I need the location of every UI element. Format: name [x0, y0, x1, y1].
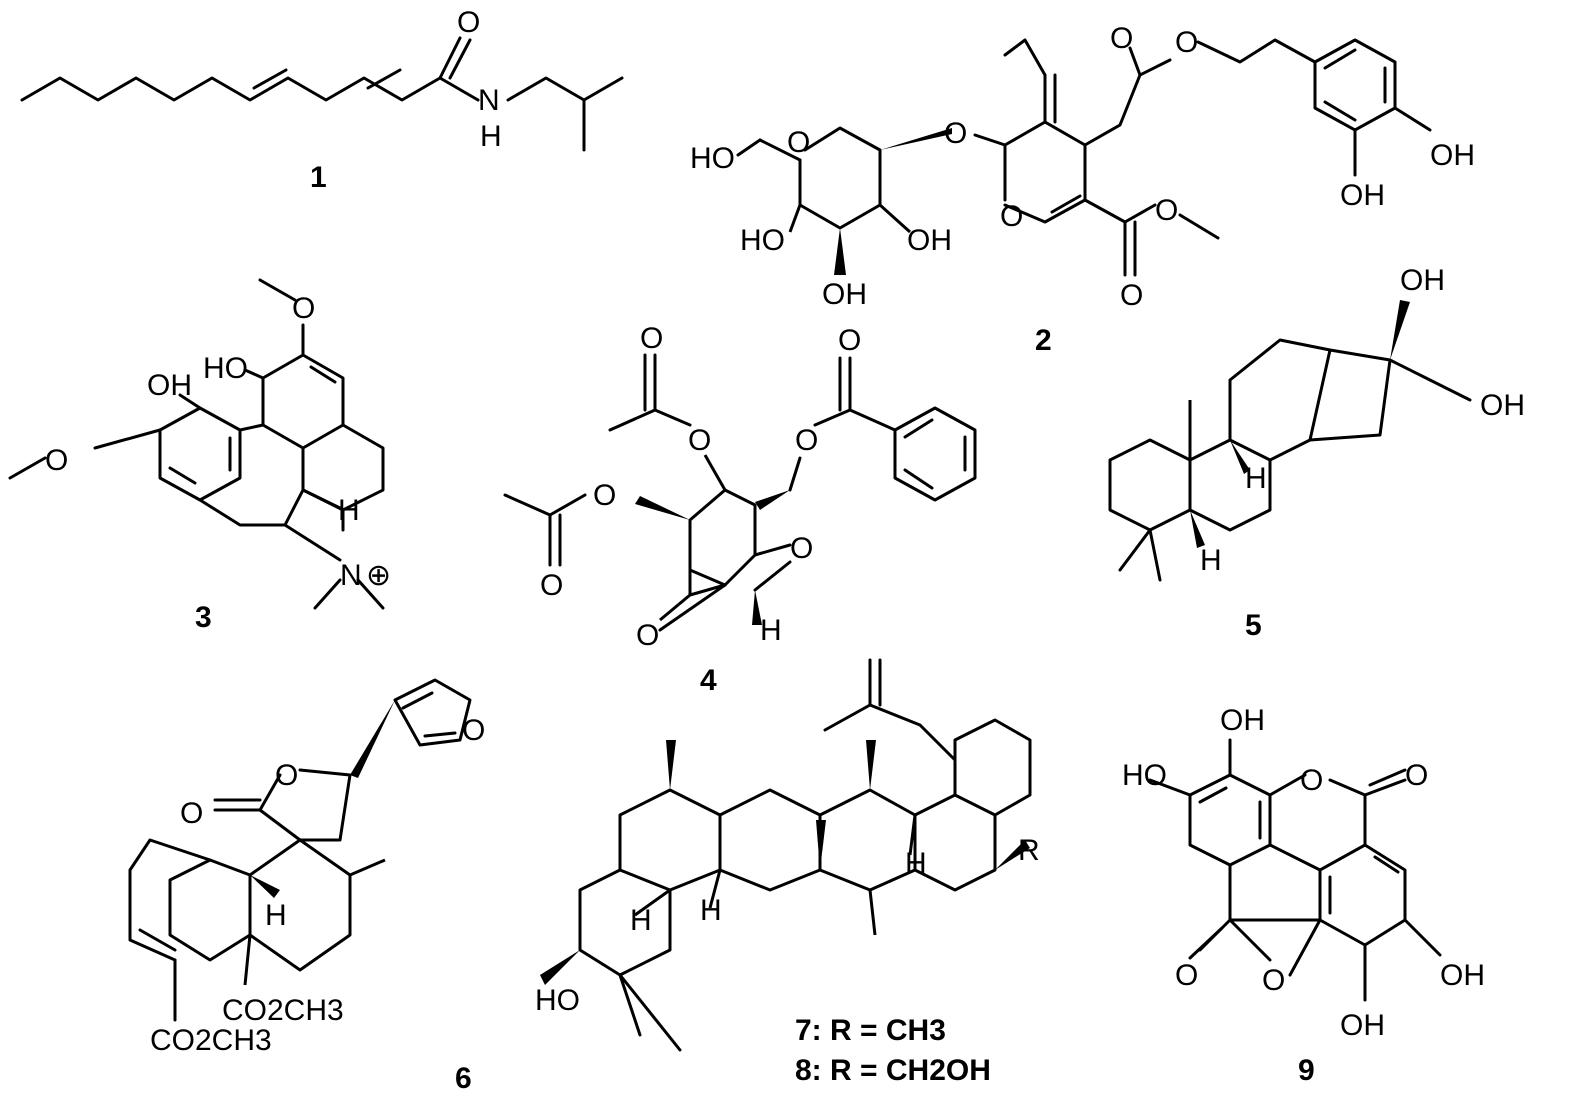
atom-H: H	[760, 614, 782, 647]
atom-OH: OH	[1400, 264, 1445, 297]
atom-H: H	[905, 847, 927, 880]
atom-CO2CH3: CO2CH3	[222, 994, 344, 1027]
atom-O: O	[790, 532, 813, 565]
atom-HO: HO	[535, 984, 580, 1017]
atom-N: N	[478, 84, 500, 117]
compound-4: O O O O O O O H O 4	[503, 322, 977, 697]
atom-O: O	[688, 424, 711, 457]
atom-O: O	[1405, 759, 1428, 792]
compound-3-label: 3	[195, 601, 212, 634]
atom-O: O	[593, 479, 616, 512]
atom-O: O	[1155, 194, 1178, 227]
atom-OH: OH	[822, 278, 867, 311]
compound-6-label: 6	[455, 1062, 472, 1095]
atom-O: O	[944, 117, 967, 150]
compound-2-label: 2	[1035, 324, 1052, 357]
atom-O: O	[1175, 26, 1198, 59]
atom-OH: OH	[1440, 959, 1485, 992]
atom-OH: OH	[1340, 179, 1385, 212]
compound-9-label: 9	[1298, 1054, 1315, 1087]
atom-O: O	[1120, 279, 1143, 312]
compound-5: H H OH OH 5	[1108, 264, 1525, 642]
atom-O: O	[1262, 964, 1285, 997]
atom-O: O	[540, 569, 563, 602]
atom-plus: ⊕	[366, 559, 391, 592]
atom-O: O	[795, 424, 818, 457]
atom-HO: HO	[203, 352, 248, 385]
compound-4-label: 4	[700, 664, 717, 697]
compound-2: O O HO HO OH OH O O O OH OH	[690, 22, 1475, 357]
compound-1-label: 1	[310, 161, 327, 194]
atom-H: H	[480, 120, 502, 153]
atom-H: H	[265, 899, 287, 932]
atom-O: O	[275, 759, 298, 792]
atom-H: H	[630, 904, 652, 937]
atom-O: O	[636, 619, 659, 652]
atom-O: O	[457, 6, 480, 39]
atom-O: O	[1000, 200, 1023, 233]
atom-HO: HO	[740, 224, 785, 257]
atom-H: H	[1245, 462, 1267, 495]
compound-5-label: 5	[1245, 609, 1262, 642]
atom-H: H	[1200, 544, 1222, 577]
atom-O: O	[462, 714, 485, 747]
atom-O: O	[45, 444, 68, 477]
atom-CO2CH3: CO2CH3	[150, 1024, 272, 1057]
atom-O: O	[1175, 959, 1198, 992]
atom-OH: OH	[907, 224, 952, 257]
atom-OH: OH	[1220, 704, 1265, 737]
atom-HO: HO	[1122, 759, 1167, 792]
atom-OH: OH	[1340, 1009, 1385, 1042]
atom-OH: OH	[1480, 389, 1525, 422]
compound-8-label: 8: R = CH2OH	[795, 1054, 991, 1087]
compound-6: O O O H CO2CH3 CO2CH3 6	[128, 678, 485, 1095]
atom-O: O	[1300, 764, 1323, 797]
compound-7-label: 7: R = CH3	[795, 1014, 946, 1047]
atom-O: O	[838, 324, 861, 357]
atom-O: O	[640, 322, 663, 355]
compound-7-8: H R H H HO 7: R = CH3 8: R = CH2OH	[535, 658, 1040, 1087]
compound-3: O HO OH O H N ⊕ 3	[8, 278, 391, 634]
atom-HO: HO	[690, 142, 735, 175]
atom-O: O	[292, 292, 315, 325]
compound-1: O N H 1	[20, 6, 624, 194]
atom-H: H	[338, 494, 360, 527]
atom-O: O	[1110, 22, 1133, 55]
atom-OH: OH	[1430, 139, 1475, 172]
atom-N: N	[340, 559, 362, 592]
atom-O: O	[180, 797, 203, 830]
atom-H: H	[700, 894, 722, 927]
compound-9: OH HO O O O O OH OH 9	[1122, 704, 1485, 1087]
atom-R: R	[1018, 834, 1040, 867]
atom-O: O	[787, 126, 810, 159]
